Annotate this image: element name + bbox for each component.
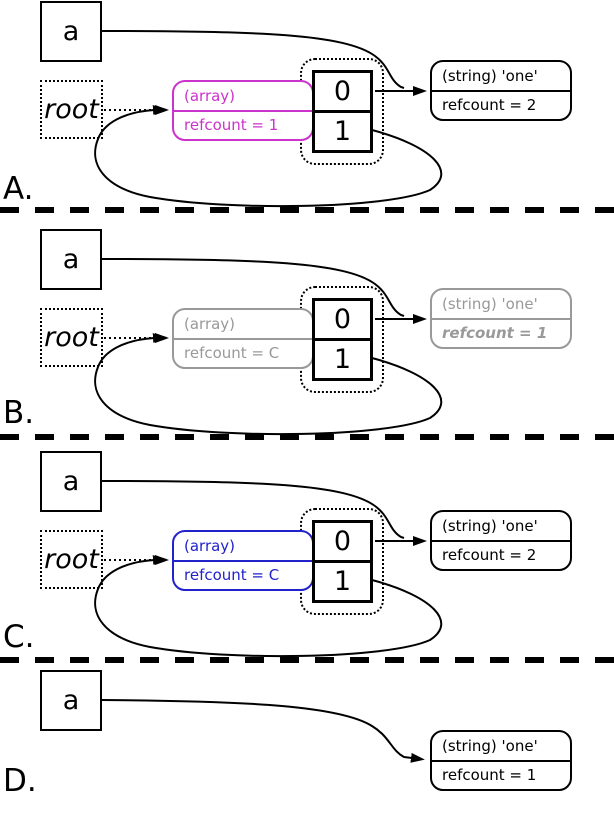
root-box: root <box>40 80 103 139</box>
arrow-a-to-string <box>101 699 425 763</box>
array-cell-1: 1 <box>333 116 352 147</box>
array-cells: 0 1 <box>312 70 373 153</box>
panel-label-a: A. <box>3 171 34 207</box>
array-cell-0: 0 <box>315 73 370 113</box>
string-type-label: (string) 'one' <box>432 732 570 762</box>
array-node: (array) refcount = C <box>172 308 314 369</box>
variable-box-a: a <box>40 451 102 512</box>
array-node: (array) refcount = C <box>172 530 314 591</box>
string-refcount: refcount = 2 <box>442 96 537 115</box>
array-refcount: refcount = C <box>184 566 280 585</box>
array-type-label: (array) <box>174 532 312 562</box>
root-box: root <box>40 530 103 589</box>
array-cells: 0 1 <box>312 298 373 381</box>
array-cell-0: 0 <box>315 523 370 563</box>
string-node: (string) 'one' refcount = 1 <box>430 288 572 349</box>
string-type-label: (string) 'one' <box>432 512 570 542</box>
string-refcount: refcount = 1 <box>442 766 537 785</box>
array-node: (array) refcount = 1 <box>172 80 314 141</box>
variable-box-a: a <box>40 1 102 62</box>
string-node: (string) 'one' refcount = 1 <box>430 730 572 791</box>
string-refcount: refcount = 1 <box>442 324 548 343</box>
array-cell-1: 1 <box>333 344 352 375</box>
string-type-label: (string) 'one' <box>432 62 570 92</box>
string-refcount: refcount = 2 <box>442 546 537 565</box>
array-type-label: (array) <box>174 82 312 112</box>
array-refcount: refcount = C <box>184 344 280 363</box>
panel-label-b: B. <box>3 395 35 431</box>
panel-label-d: D. <box>3 763 37 799</box>
string-node: (string) 'one' refcount = 2 <box>430 510 572 571</box>
string-node: (string) 'one' refcount = 2 <box>430 60 572 121</box>
array-cell-1: 1 <box>333 566 352 597</box>
panel-label-c: C. <box>3 619 35 655</box>
string-type-label: (string) 'one' <box>432 290 570 320</box>
array-cell-0: 0 <box>315 301 370 341</box>
array-cells: 0 1 <box>312 520 373 603</box>
variable-box-a: a <box>40 670 102 731</box>
array-type-label: (array) <box>174 310 312 340</box>
variable-box-a: a <box>40 229 102 290</box>
array-refcount: refcount = 1 <box>184 116 279 135</box>
root-box: root <box>40 308 103 367</box>
